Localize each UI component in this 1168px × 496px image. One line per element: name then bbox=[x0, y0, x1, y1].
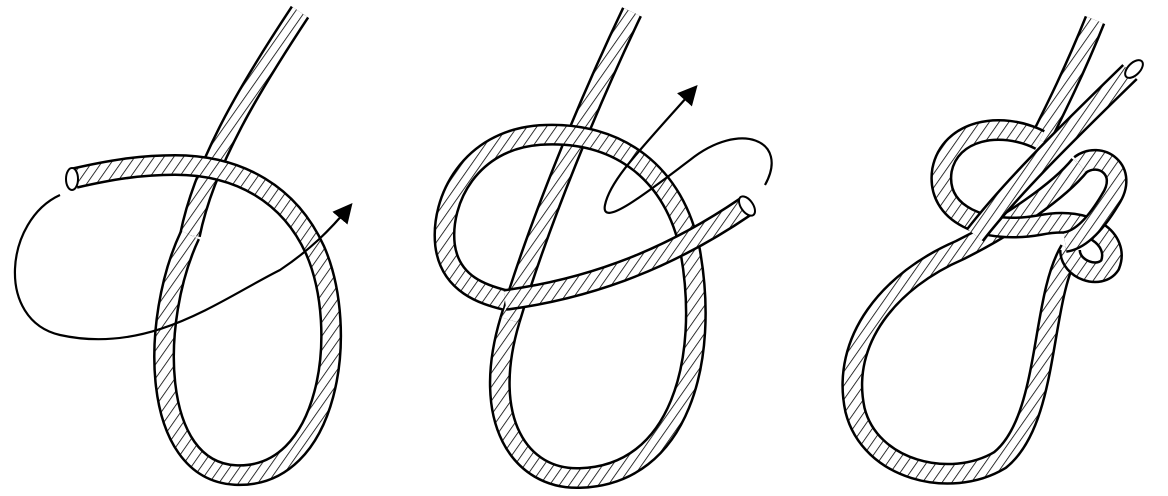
step-3-panel bbox=[852, 20, 1146, 474]
rope-end-cap bbox=[1122, 57, 1146, 81]
step-1-panel bbox=[15, 12, 350, 475]
step-2-panel bbox=[444, 12, 771, 478]
rope-loop bbox=[444, 135, 695, 478]
rope-end-cap bbox=[66, 168, 78, 190]
rope-working-end bbox=[66, 165, 175, 190]
